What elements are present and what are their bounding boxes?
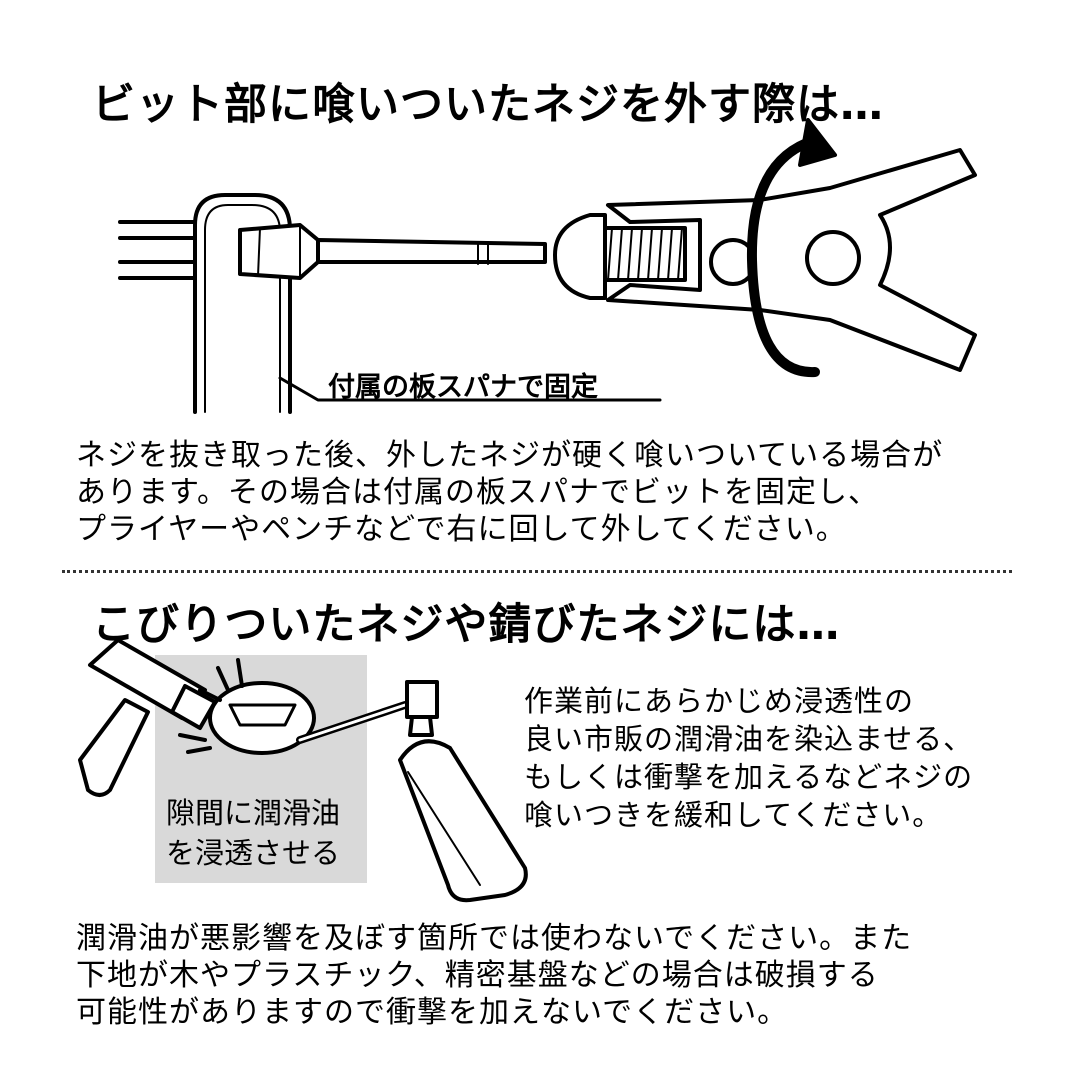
notice-body-line: 可能性がありますので衝撃を加えないでください。 <box>76 995 789 1030</box>
notice-body-line: 潤滑油が悪影響を及ぼす箇所では使わないでください。また <box>76 921 913 956</box>
notice-body: 潤滑油が悪影響を及ぼす箇所では使わないでください。また 下地が木やプラスチック、… <box>76 920 912 1031</box>
section-divider <box>62 570 1012 573</box>
section2-heading: こびりついたネジや錆びたネジには… <box>92 600 841 650</box>
notice-body-line: 下地が木やプラスチック、精密基盤などの場合は破損する <box>76 958 879 993</box>
rotation-arrow <box>746 135 820 378</box>
spray-can <box>405 680 439 719</box>
hammer-spray-illustration <box>78 638 528 903</box>
pliers <box>606 148 977 372</box>
callout-leader <box>278 376 662 402</box>
section1-body: ネジを抜き取った後、外したネジが硬く喰いついている場合が あります。その場合は付… <box>76 437 943 548</box>
section2-body: 作業前にあらかじめ浸透性の 良い市販の潤滑油を染込ませる、 もしくは衝撃を加える… <box>524 682 973 834</box>
stuck-screw <box>553 213 607 300</box>
section2-body-line: 喰いつきを緩和してください。 <box>524 798 943 832</box>
lubricant-callout: 隙間に潤滑油 を浸透させる <box>166 793 340 873</box>
hammer <box>78 698 150 797</box>
plate-spanner <box>193 193 292 414</box>
hex-bit <box>238 223 320 280</box>
section2-body-line: 良い市販の潤滑油を染込ませる、 <box>524 722 974 756</box>
wrench-bit-pliers-illustration <box>118 118 977 414</box>
section2-body-line: 作業前にあらかじめ浸透性の <box>524 684 915 718</box>
section1-body-line: あります。その場合は付属の板スパナでビットを固定し、 <box>76 475 879 510</box>
section2-body-line: もしくは衝撃を加えるなどネジの <box>524 760 974 794</box>
lubricant-callout-line: 隙間に潤滑油 <box>166 796 341 830</box>
spanner-callout: 付属の板スパナで固定 <box>328 372 598 403</box>
section1-body-line: ネジを抜き取った後、外したネジが硬く喰いついている場合が <box>76 438 944 473</box>
section1-heading: ビット部に喰いついたネジを外す際は… <box>92 80 884 130</box>
lubricant-callout-line: を浸透させる <box>166 836 341 870</box>
section1-body-line: プライヤーやペンチなどで右に回して外してください。 <box>76 512 847 547</box>
